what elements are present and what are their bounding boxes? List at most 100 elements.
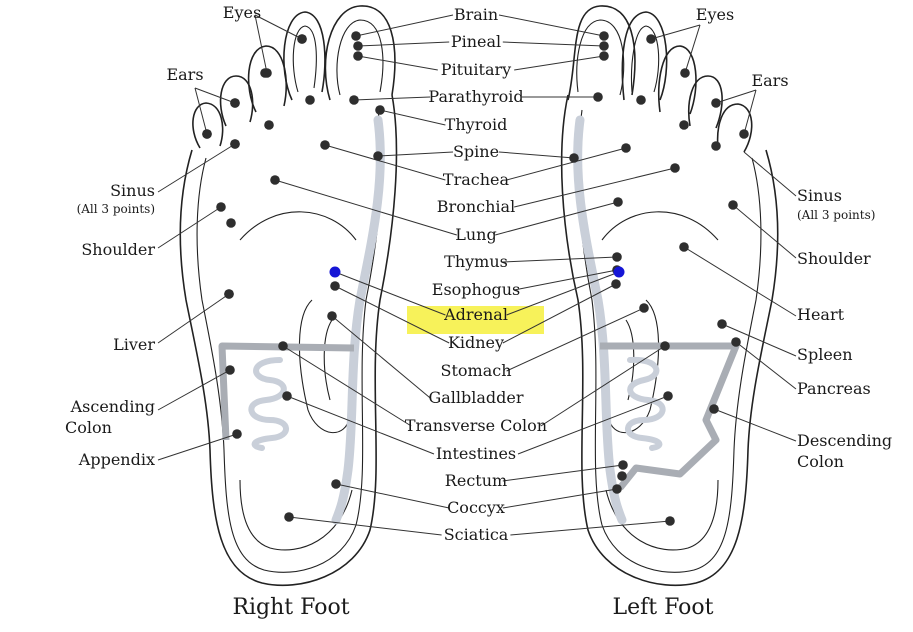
point-left-extra-10 bbox=[731, 337, 741, 347]
label-trachea: Trachea bbox=[443, 170, 510, 189]
leader-left-bronchial bbox=[514, 167, 676, 208]
organ-labels: BrainPinealPituitaryParathyroidThyroidSp… bbox=[65, 3, 892, 544]
leader-left-outer-ears bbox=[743, 89, 757, 135]
label-bronchial: Bronchial bbox=[437, 197, 515, 216]
leader-right-trachea bbox=[324, 144, 446, 181]
right-label-shoulder: Shoulder bbox=[81, 240, 155, 259]
leader-left-outer-eyes bbox=[684, 24, 701, 74]
left-label-heart: Heart bbox=[797, 305, 845, 324]
leader-left-adrenal bbox=[506, 271, 620, 316]
right-label-ascending-colon-line2: Colon bbox=[65, 418, 112, 437]
leader-right-adrenal bbox=[334, 271, 446, 316]
point-left-extra-8 bbox=[679, 242, 689, 252]
leader-left-outer-sinus bbox=[743, 151, 797, 197]
right-spine-band bbox=[331, 115, 385, 525]
leader-right-sciatica bbox=[288, 516, 442, 536]
leader-left-coccyx bbox=[502, 488, 618, 509]
leader-left-pituitary bbox=[514, 55, 605, 71]
leader-left-rectum bbox=[502, 464, 624, 482]
right-colon-band bbox=[218, 342, 355, 441]
point-right-outer-ears-1 bbox=[230, 98, 240, 108]
point-right-transverse-colon bbox=[278, 341, 288, 351]
leader-right-outer-liver bbox=[157, 293, 230, 344]
right-foot-outline bbox=[179, 5, 398, 587]
label-intestines: Intestines bbox=[436, 444, 516, 463]
point-left-extra-7 bbox=[728, 200, 738, 210]
point-right-extra-6 bbox=[305, 95, 315, 105]
label-rectum: Rectum bbox=[445, 471, 507, 490]
point-right-outer-ears-0 bbox=[202, 129, 212, 139]
point-right-outer-eyes-0 bbox=[262, 68, 272, 78]
leader-left-lung bbox=[495, 201, 619, 236]
point-left-extra-2 bbox=[711, 98, 721, 108]
point-left-lung bbox=[613, 197, 623, 207]
leader-right-kidney bbox=[334, 285, 450, 344]
left-foot-title: Left Foot bbox=[613, 595, 714, 620]
leader-right-intestines bbox=[286, 395, 435, 455]
label-thyroid: Thyroid bbox=[445, 115, 508, 134]
label-adrenal: Adrenal bbox=[443, 305, 508, 324]
leader-right-pineal bbox=[357, 41, 450, 47]
point-right-outer-eyes-1 bbox=[297, 34, 307, 44]
leader-left-thymus bbox=[502, 256, 618, 263]
point-right-extra-7 bbox=[226, 218, 236, 228]
point-left-spine bbox=[569, 153, 579, 163]
point-left-transverse-colon bbox=[660, 341, 670, 351]
leader-right-outer-ears bbox=[194, 87, 236, 104]
leader-right-lung bbox=[274, 179, 457, 236]
point-left-pituitary bbox=[599, 51, 609, 61]
leader-right-outer-eyes bbox=[254, 14, 303, 40]
leader-left-outer-shoulder bbox=[732, 204, 797, 259]
right-label-liver: Liver bbox=[113, 335, 155, 354]
left-spine-band bbox=[573, 115, 627, 525]
leader-left-outer-ears bbox=[715, 89, 757, 104]
point-right-outer-liver-0 bbox=[224, 289, 234, 299]
right-foot-title: Right Foot bbox=[232, 595, 349, 620]
leader-right-outer-ears bbox=[194, 87, 208, 135]
label-pituitary: Pituitary bbox=[441, 60, 511, 79]
leader-right-coccyx bbox=[335, 483, 450, 509]
leader-left-esophogus bbox=[514, 269, 618, 291]
point-left-kidney bbox=[611, 279, 621, 289]
point-left-sciatica bbox=[665, 516, 675, 526]
label-brain: Brain bbox=[454, 5, 498, 24]
label-transverse-colon: Transverse Colon bbox=[405, 416, 547, 435]
leader-right-outer-appendix bbox=[157, 433, 238, 461]
right-label-sinus: Sinus bbox=[110, 181, 155, 200]
point-right-outer-sinus-0 bbox=[230, 139, 240, 149]
left-label-ears: Ears bbox=[751, 71, 788, 90]
point-right-outer-shoulder-0 bbox=[216, 202, 226, 212]
point-left-brain bbox=[599, 31, 609, 41]
leader-right-outer-ascending-colon bbox=[157, 369, 231, 411]
leader-left-outer-heart bbox=[683, 246, 797, 317]
label-kidney: Kidney bbox=[448, 333, 504, 352]
point-left-stomach bbox=[639, 303, 649, 313]
label-parathyroid: Parathyroid bbox=[428, 87, 523, 106]
leader-left-transverse-colon bbox=[540, 345, 666, 427]
point-right-gallbladder bbox=[327, 311, 337, 321]
leader-right-gallbladder bbox=[331, 315, 431, 399]
left-label-sinus-note: (All 3 points) bbox=[797, 208, 875, 222]
point-left-extra-6 bbox=[636, 95, 646, 105]
leader-left-stomach bbox=[506, 307, 645, 372]
leader-left-pineal bbox=[502, 41, 605, 47]
left-label-pancreas: Pancreas bbox=[797, 379, 871, 398]
point-left-extra-5 bbox=[679, 120, 689, 130]
left-label-shoulder: Shoulder bbox=[797, 249, 871, 268]
leader-right-pituitary bbox=[357, 55, 438, 71]
leader-left-outer-spleen bbox=[721, 323, 797, 357]
point-left-bronchial bbox=[670, 163, 680, 173]
point-right-parathyroid bbox=[349, 95, 359, 105]
leader-right-outer-shoulder bbox=[157, 206, 222, 249]
point-left-extra-11 bbox=[709, 404, 719, 414]
point-left-thymus bbox=[612, 252, 622, 262]
label-lung: Lung bbox=[455, 225, 496, 244]
leader-left-trachea bbox=[506, 147, 627, 181]
leader-right-thyroid bbox=[379, 109, 446, 126]
leader-left-outer-descending-colon bbox=[713, 408, 797, 442]
leader-right-transverse-colon bbox=[282, 345, 412, 427]
point-right-outer-ascending-colon-0 bbox=[225, 365, 235, 375]
label-sciatica: Sciatica bbox=[444, 525, 509, 544]
label-gallbladder: Gallbladder bbox=[428, 388, 523, 407]
